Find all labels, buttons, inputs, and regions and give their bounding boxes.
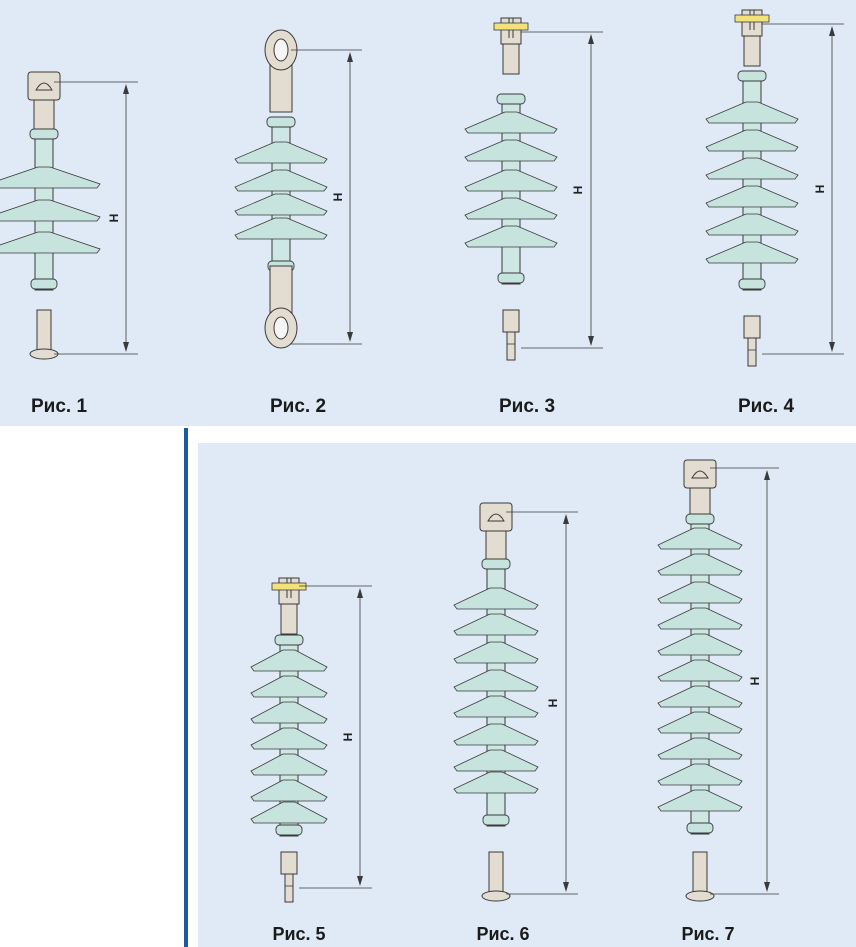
dimension-label-h: H	[571, 186, 585, 195]
shed	[464, 111, 558, 134]
socket-fitting	[683, 459, 717, 489]
shed	[0, 166, 101, 189]
shed	[705, 101, 799, 124]
caption-fig5: Рис. 5	[272, 924, 326, 944]
shed	[0, 199, 101, 222]
dimension-label-h: H	[813, 185, 827, 194]
shed	[250, 649, 328, 672]
shed	[453, 695, 539, 718]
collar	[275, 824, 303, 836]
shed	[464, 225, 558, 248]
tongue-fitting	[506, 331, 516, 361]
shed	[234, 141, 328, 164]
collar	[274, 634, 304, 646]
caption-fig3: Рис. 3	[498, 396, 556, 417]
shed	[453, 723, 539, 746]
shed	[250, 801, 328, 824]
collar	[481, 558, 511, 570]
shed	[234, 217, 328, 240]
shed	[705, 185, 799, 208]
dimension-label-h: H	[341, 733, 355, 742]
collar	[737, 70, 767, 82]
shed	[657, 789, 743, 812]
shed	[657, 685, 743, 708]
shed	[453, 613, 539, 636]
dimension-label-h: H	[331, 193, 345, 202]
shed	[657, 737, 743, 760]
shed	[234, 193, 328, 216]
caption-fig6: Рис. 6	[476, 924, 530, 944]
socket-fitting	[27, 71, 61, 101]
shed	[657, 581, 743, 604]
divider-rule	[184, 428, 188, 947]
shed	[657, 711, 743, 734]
clevis-pin	[271, 582, 307, 591]
clevis-pin	[493, 22, 529, 31]
collar	[266, 116, 296, 128]
collar	[685, 513, 715, 525]
shed	[657, 527, 743, 550]
top-figure-panel	[0, 0, 856, 426]
tongue-fitting	[747, 337, 757, 367]
shed	[0, 231, 101, 254]
ball-fitting	[481, 890, 511, 902]
shed	[453, 641, 539, 664]
dimension-label-h: H	[546, 699, 560, 708]
shed	[464, 197, 558, 220]
shed	[657, 607, 743, 630]
insulator-fig2: H	[234, 29, 362, 349]
shed	[705, 129, 799, 152]
shed	[657, 633, 743, 656]
shed	[657, 659, 743, 682]
collar	[29, 128, 59, 140]
shed	[453, 587, 539, 610]
caption-fig4: Рис. 4	[737, 396, 795, 417]
shed	[453, 771, 539, 794]
shed	[657, 553, 743, 576]
insulator-fig3: H	[464, 17, 603, 361]
shed	[657, 763, 743, 786]
insulator-fig5: H	[250, 577, 372, 903]
shed	[250, 675, 328, 698]
tongue-fitting	[284, 873, 294, 903]
insulator-fig1: H	[0, 71, 138, 360]
clevis-pin	[734, 14, 770, 23]
insulator-fig7: H	[657, 459, 779, 902]
shed	[705, 157, 799, 180]
collar	[30, 278, 58, 290]
shed	[250, 779, 328, 802]
shed	[464, 139, 558, 162]
dimension-label-h: H	[748, 677, 762, 686]
shed	[234, 169, 328, 192]
collar	[482, 814, 510, 826]
socket-fitting	[479, 502, 513, 532]
collar	[686, 822, 714, 834]
insulator-fig4: H	[705, 9, 844, 367]
shed	[464, 169, 558, 192]
shed	[250, 727, 328, 750]
collar	[497, 272, 525, 284]
insulator-fig6: H	[453, 502, 578, 902]
caption-fig1: Рис. 1	[30, 396, 88, 417]
shed	[250, 753, 328, 776]
collar	[738, 278, 766, 290]
shed	[453, 669, 539, 692]
ball-fitting	[685, 890, 715, 902]
caption-fig7: Рис. 7	[681, 924, 735, 944]
clevis-fitting	[741, 9, 763, 37]
clevis-fitting	[278, 577, 300, 605]
shed	[705, 241, 799, 264]
clevis-fitting	[500, 17, 522, 45]
caption-fig2: Рис. 2	[269, 396, 327, 417]
dimension-label-h: H	[107, 214, 121, 223]
collar	[496, 93, 526, 105]
ball-fitting	[29, 348, 59, 360]
shed	[453, 749, 539, 772]
shed	[705, 213, 799, 236]
shed	[250, 701, 328, 724]
